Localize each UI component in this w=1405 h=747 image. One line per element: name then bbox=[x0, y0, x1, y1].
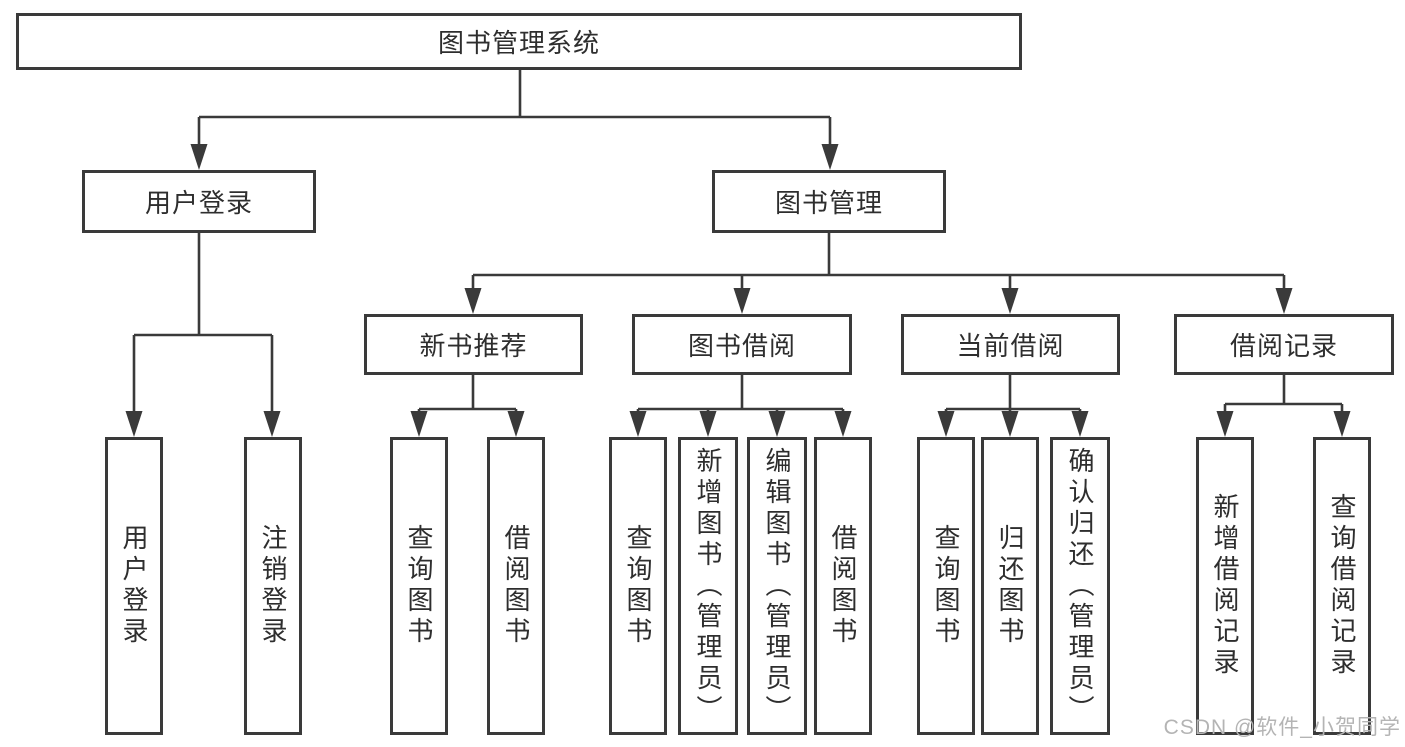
node-borrow-records: 借阅记录 bbox=[1174, 314, 1394, 375]
leaf-bb-edit-books-admin: 编辑图书（管理员） bbox=[747, 437, 807, 735]
node-book-management: 图书管理 bbox=[712, 170, 946, 233]
node-label: 新书推荐 bbox=[419, 331, 528, 361]
leaf-bb-add-books-admin: 新增图书（管理员） bbox=[678, 437, 738, 735]
node-label: 图书管理系统 bbox=[437, 28, 600, 58]
node-label: 归还图书 bbox=[995, 524, 1025, 648]
node-label: 查询图书 bbox=[623, 524, 653, 648]
node-label: 用户登录 bbox=[119, 524, 149, 648]
node-label: 当前借阅 bbox=[956, 331, 1065, 361]
node-label: 查询借阅记录 bbox=[1327, 493, 1357, 679]
node-book-borrow: 图书借阅 bbox=[632, 314, 852, 375]
root-node: 图书管理系统 bbox=[16, 13, 1022, 70]
node-label: 借阅记录 bbox=[1229, 331, 1338, 361]
connector-user-login-children bbox=[132, 233, 274, 413]
leaf-cb-query-books: 查询图书 bbox=[917, 437, 975, 735]
connector-book-management-children bbox=[471, 233, 1286, 290]
leaf-bb-borrow-books: 借阅图书 bbox=[814, 437, 872, 735]
watermark: CSDN @软件_小贺同学 bbox=[1163, 716, 1401, 739]
leaf-nbr-borrow-books: 借阅图书 bbox=[487, 437, 545, 735]
connector-root-to-level2 bbox=[197, 70, 832, 146]
node-label: 确认归还（管理员） bbox=[1065, 446, 1095, 726]
node-label: 查询图书 bbox=[931, 524, 961, 648]
node-label: 注销登录 bbox=[258, 524, 288, 648]
leaf-logout: 注销登录 bbox=[244, 437, 302, 735]
node-user-login: 用户登录 bbox=[82, 170, 316, 233]
connector-current-borrow-children bbox=[944, 375, 1082, 413]
leaf-nbr-query-books: 查询图书 bbox=[390, 437, 448, 735]
node-label: 编辑图书（管理员） bbox=[762, 446, 792, 726]
leaf-user-login: 用户登录 bbox=[105, 437, 163, 735]
connector-new-book-recommend-children bbox=[417, 375, 518, 413]
connector-borrow-records-children bbox=[1223, 375, 1344, 413]
node-new-book-recommend: 新书推荐 bbox=[364, 314, 583, 375]
leaf-cb-confirm-return-admin: 确认归还（管理员） bbox=[1050, 437, 1110, 735]
leaf-cb-return-books: 归还图书 bbox=[981, 437, 1039, 735]
node-label: 图书管理 bbox=[774, 188, 883, 218]
leaf-bb-query-books: 查询图书 bbox=[609, 437, 667, 735]
connector-book-borrow-children bbox=[636, 375, 845, 413]
node-label: 新增图书（管理员） bbox=[693, 446, 723, 726]
node-label: 借阅图书 bbox=[501, 524, 531, 648]
node-label: 新增借阅记录 bbox=[1210, 493, 1240, 679]
node-current-borrow: 当前借阅 bbox=[901, 314, 1120, 375]
leaf-br-query-record: 查询借阅记录 bbox=[1313, 437, 1371, 735]
node-label: 查询图书 bbox=[404, 524, 434, 648]
leaf-br-add-record: 新增借阅记录 bbox=[1196, 437, 1254, 735]
node-label: 图书借阅 bbox=[687, 331, 796, 361]
node-label: 用户登录 bbox=[144, 188, 253, 218]
node-label: 借阅图书 bbox=[828, 524, 858, 648]
